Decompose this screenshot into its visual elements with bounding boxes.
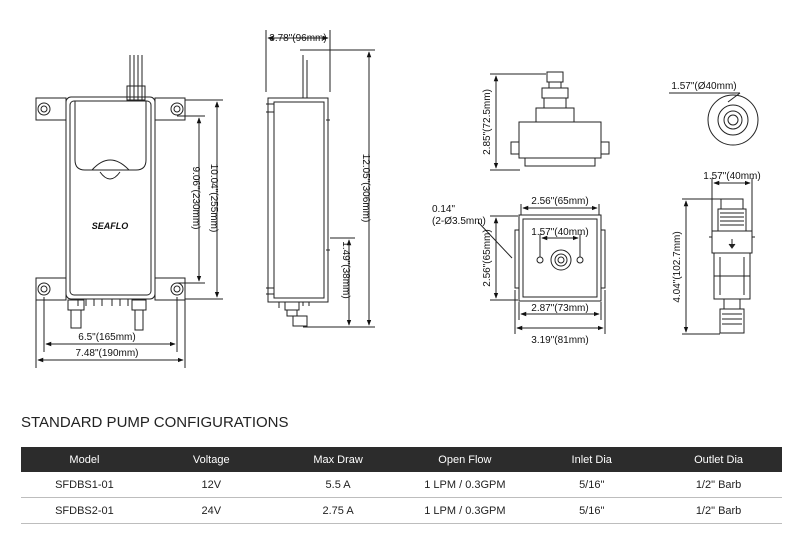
table-row: SFDBS1-01 12V 5.5 A 1 LPM / 0.3GPM 5/16"… [21, 472, 782, 498]
side-fitting-height-label: 1.49"(38mm) [340, 241, 351, 298]
pump-head-view [490, 71, 610, 171]
section-title: STANDARD PUMP CONFIGURATIONS [21, 414, 289, 431]
filter-side-height-label: 4.04"(102.7mm) [672, 231, 683, 302]
cell-open-flow: 1 LPM / 0.3GPM [401, 497, 529, 524]
cell-inlet-dia: 5/16" [528, 497, 656, 524]
header-voltage: Voltage [147, 447, 275, 472]
mount-plate-view [477, 204, 606, 334]
filter-side-view [682, 178, 755, 335]
front-view [35, 55, 223, 368]
header-max-draw: Max Draw [274, 447, 402, 472]
pump-head-height-label: 2.85"(72.5mm) [482, 89, 493, 155]
cell-model: SFDBS1-01 [21, 472, 148, 498]
side-height-total-label: 12.05"(306mm) [360, 154, 371, 223]
seaflo-logo: SEAFLO [92, 221, 129, 231]
plate-hole-spacing-label: 1.57"(40mm) [531, 227, 588, 238]
cell-voltage: 12V [147, 472, 275, 498]
front-height-holes-label: 9.06"(230mm) [190, 166, 201, 229]
filter-top-view [669, 92, 759, 146]
front-width-overall-label: 7.48"(190mm) [75, 348, 138, 359]
plate-hole-dia-label: 0.14" [432, 204, 455, 215]
cell-outlet-dia: 1/2" Barb [655, 472, 782, 498]
cell-voltage: 24V [147, 497, 275, 524]
filter-top-diameter-label: 1.57"(Ø40mm) [671, 81, 736, 92]
table-header-row: Model Voltage Max Draw Open Flow Inlet D… [21, 447, 782, 472]
cell-model: SFDBS2-01 [21, 497, 148, 524]
plate-hole-dia-metric-label: (2-Ø3.5mm) [432, 216, 486, 227]
header-outlet-dia: Outlet Dia [655, 447, 782, 472]
cell-max-draw: 5.5 A [274, 472, 402, 498]
filter-side-width-label: 1.57"(40mm) [703, 171, 760, 182]
technical-drawing: 10.04"(255mm) 9.06"(230mm) 6.5"(165mm) 7… [35, 30, 761, 368]
pump-config-table: Model Voltage Max Draw Open Flow Inlet D… [21, 447, 782, 524]
cell-open-flow: 1 LPM / 0.3GPM [401, 472, 529, 498]
front-width-holes-label: 6.5"(165mm) [78, 332, 135, 343]
front-height-overall-label: 10.04"(255mm) [208, 164, 219, 233]
plate-top-width-label: 2.56"(65mm) [531, 196, 588, 207]
cell-outlet-dia: 1/2" Barb [655, 497, 782, 524]
header-open-flow: Open Flow [401, 447, 529, 472]
header-inlet-dia: Inlet Dia [528, 447, 656, 472]
plate-overall-width-label: 3.19"(81mm) [531, 335, 588, 346]
table-row: SFDBS2-01 24V 2.75 A 1 LPM / 0.3GPM 5/16… [21, 497, 782, 524]
cell-inlet-dia: 5/16" [528, 472, 656, 498]
side-view [265, 30, 375, 328]
plate-side-height-label: 2.56"(65mm) [482, 229, 493, 286]
side-depth-label: 3.78"(96mm) [269, 33, 326, 44]
header-model: Model [21, 447, 148, 472]
cell-max-draw: 2.75 A [274, 497, 402, 524]
plate-base-width-label: 2.87"(73mm) [531, 303, 588, 314]
